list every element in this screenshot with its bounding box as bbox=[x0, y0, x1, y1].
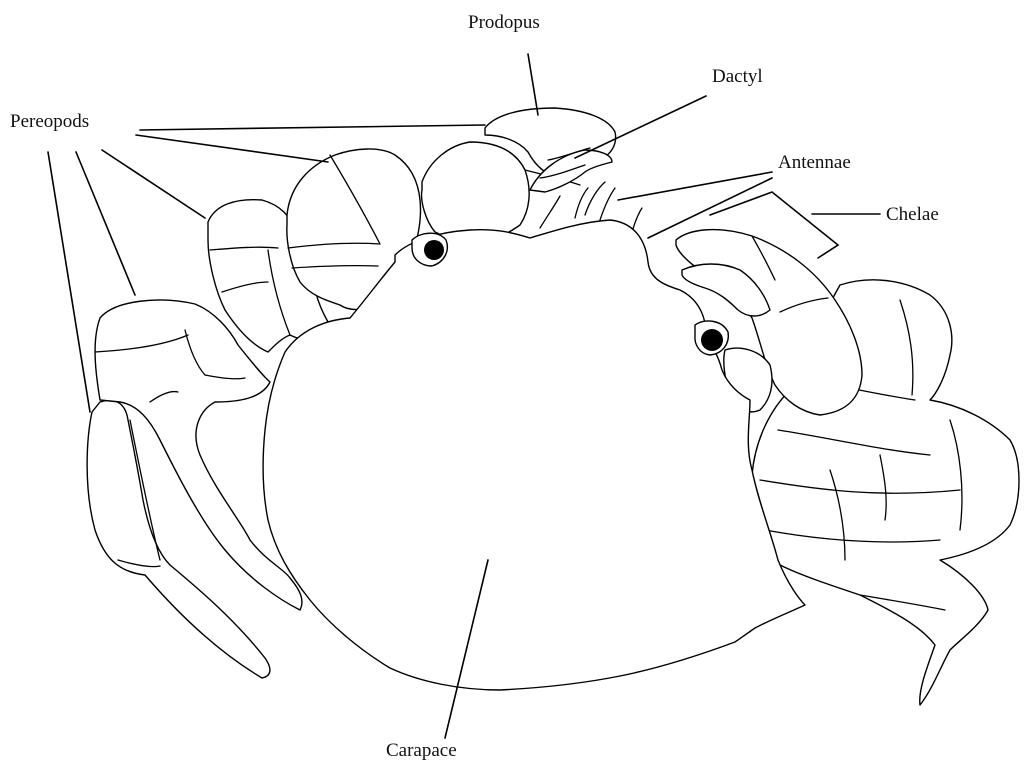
label-chelae: Chelae bbox=[886, 204, 939, 225]
left-eye bbox=[424, 240, 444, 260]
antennae-leader-1 bbox=[618, 172, 772, 200]
prodopus-leg bbox=[422, 108, 616, 240]
pereopods-leader-3 bbox=[102, 150, 205, 218]
pereopods-leader-4 bbox=[76, 152, 135, 295]
label-dactyl: Dactyl bbox=[712, 66, 763, 87]
label-carapace: Carapace bbox=[386, 740, 457, 761]
pereopods-leader-1 bbox=[140, 125, 485, 130]
label-pereopods: Pereopods bbox=[10, 111, 89, 132]
label-prodopus: Prodopus bbox=[468, 12, 540, 33]
right-eye bbox=[701, 329, 723, 351]
prodopus-leader bbox=[528, 54, 538, 115]
pereopods-leader-5 bbox=[48, 152, 90, 412]
pereopods-leader-2 bbox=[136, 135, 328, 162]
label-antennae: Antennae bbox=[778, 152, 851, 173]
